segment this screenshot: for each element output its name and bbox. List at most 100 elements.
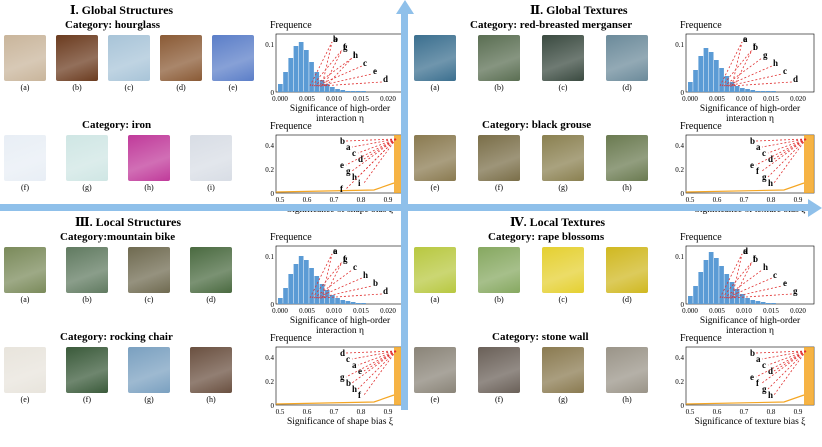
sample-image (160, 35, 202, 81)
plot-frame (685, 33, 815, 93)
sample-image (190, 135, 232, 181)
sample-image (478, 35, 520, 81)
category-label: Category: rape blossoms (488, 231, 605, 243)
chart-svg: bacdefgh00.20.40.50.60.70.80.9Significan… (675, 134, 815, 215)
annotation-line (733, 261, 753, 299)
histogram-bar (345, 91, 351, 92)
category-label: Category: red-breasted merganser (470, 19, 633, 31)
histogram-bar (330, 295, 335, 304)
image-label: (i) (207, 183, 215, 192)
histogram-bar (693, 70, 698, 92)
x-tick-label: 0.005 (299, 307, 315, 315)
y-tick-label: 0.1 (265, 41, 274, 49)
annotation-line (729, 81, 793, 87)
image-label: (c) (558, 83, 568, 92)
annotation-line (345, 350, 397, 378)
annotation-letter: g (793, 286, 798, 296)
quadrant-title: Ⅲ. Local Structures (75, 215, 182, 229)
x-tick-label: 0.005 (709, 307, 725, 315)
x-tick-label: 0.6 (303, 196, 312, 204)
up-arrow-icon (396, 0, 414, 14)
chart-ylabel: Frequence (270, 121, 312, 132)
image-label: (g) (558, 395, 568, 404)
bias-fill (394, 347, 404, 405)
histogram-bar (760, 91, 766, 92)
annotation-letter: b (346, 378, 351, 388)
sample-image (128, 135, 170, 181)
annotation-letter: e (783, 278, 787, 288)
chart-xlabel: interaction η (726, 114, 774, 124)
annotation-line (317, 73, 373, 87)
annotation-line (725, 277, 773, 299)
histogram-bar (698, 56, 704, 92)
y-tick-label: 0 (681, 190, 685, 198)
sample-image (108, 35, 150, 81)
annotation-line (323, 261, 343, 299)
image-label: (g) (144, 395, 154, 404)
x-tick-label: 0.015 (353, 95, 369, 103)
histogram-bar (724, 274, 730, 304)
annotation-letter: g (762, 172, 767, 182)
histogram-bar (356, 303, 361, 304)
x-tick-label: 0.010 (736, 307, 752, 315)
annotation-line (351, 350, 397, 384)
histogram-bar (283, 72, 288, 92)
annotation-line (357, 350, 397, 390)
sample-image (212, 35, 254, 81)
annotation-letter: f (340, 184, 344, 194)
annotation-letter: c (783, 66, 787, 76)
chart-svg: bacdeghif00.20.40.50.60.70.80.9Significa… (265, 134, 405, 215)
annotation-letter: d (358, 154, 363, 164)
x-tick-label: 0.7 (740, 196, 749, 204)
x-tick-label: 0.000 (272, 95, 288, 103)
annotation-line (345, 138, 397, 142)
x-tick-label: 0.8 (357, 196, 366, 204)
annotation-letter: c (762, 360, 766, 370)
annotation-letter: i (353, 50, 356, 60)
y-tick-label: 0.4 (265, 354, 274, 362)
x-tick-label: 0.6 (303, 408, 312, 416)
sample-image (66, 347, 108, 393)
annotation-letter: h (763, 262, 768, 272)
sample-image (542, 347, 584, 393)
annotation-letter: e (333, 246, 337, 256)
histogram-bar (714, 258, 719, 304)
bias-curve (275, 394, 395, 405)
annotation-line (755, 138, 807, 166)
chart-ylabel: Frequence (680, 232, 722, 243)
x-tick-label: 0.5 (686, 408, 695, 416)
image-label: (h) (144, 183, 154, 192)
histogram-bar (340, 90, 346, 92)
annotation-line (363, 350, 397, 396)
annotation-letter: h (768, 390, 773, 400)
category-label: Category: black grouse (482, 119, 592, 131)
histogram-bar (745, 89, 750, 92)
annotation-letter: a (333, 246, 338, 256)
annotation-letter: e (750, 372, 754, 382)
x-tick-label: 0.8 (767, 196, 776, 204)
image-label: (b) (494, 295, 504, 304)
annotation-line (773, 350, 807, 396)
annotation-line (325, 57, 353, 87)
image-label: (h) (206, 395, 216, 404)
annotation-letter: a (346, 142, 351, 152)
sample-image (414, 135, 456, 181)
histogram-bar (708, 52, 714, 92)
histogram-bar (309, 268, 314, 304)
x-tick-label: 0.020 (380, 95, 396, 103)
annotation-line (351, 138, 397, 148)
annotation-letter: a (743, 34, 748, 44)
chart-xlabel: Significance of texture bias ξ (695, 416, 807, 427)
y-tick-label: 0 (271, 301, 275, 309)
y-tick-label: 0 (271, 190, 275, 198)
histogram-bar (688, 296, 693, 304)
histogram-bar (755, 301, 761, 304)
histogram-bar (330, 87, 335, 92)
image-label: (d) (176, 83, 186, 92)
histogram-bar (708, 252, 714, 304)
sample-image (606, 247, 648, 293)
